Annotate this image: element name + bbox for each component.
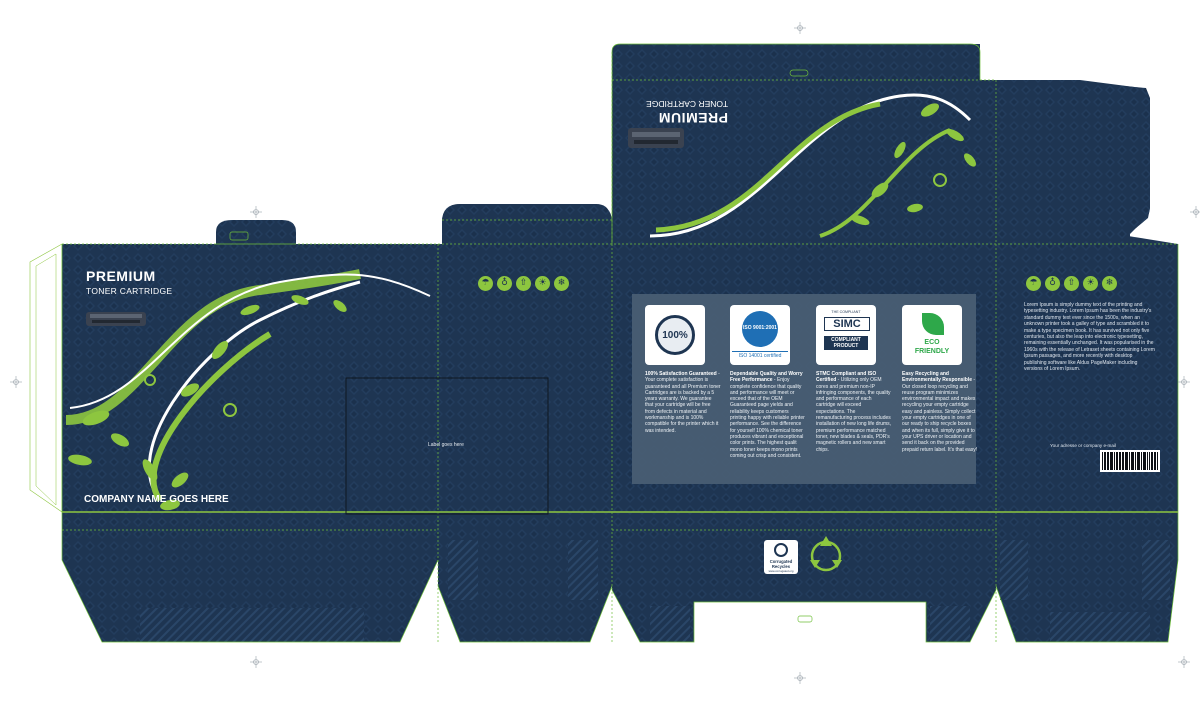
barcode-bar xyxy=(1115,452,1118,470)
barcode-bar xyxy=(1122,452,1125,470)
tab-slot xyxy=(229,231,249,241)
cert-text-eco: Easy Recycling and Environmentally Respo… xyxy=(902,371,978,453)
eco-badge-text: ECO xyxy=(924,339,940,346)
icon-row-left: ☂ ♁ ⇧ ☀ ❄ xyxy=(478,276,569,291)
corrugated-line3: www.corrugated.org xyxy=(768,569,794,573)
score-lines xyxy=(62,52,1178,642)
sun-icon: ☀ xyxy=(1083,276,1098,291)
barcode-bar xyxy=(1154,452,1157,470)
barcode-bars xyxy=(1102,452,1159,470)
cut-outline xyxy=(61,43,1179,643)
lid-brand-title: PREMIUM xyxy=(658,110,728,126)
barcode-bar xyxy=(1103,452,1106,470)
label-placeholder-box xyxy=(345,377,549,515)
front-cartridge-image xyxy=(86,312,146,326)
snowflake-icon: ❄ xyxy=(554,276,569,291)
barcode-bar xyxy=(1125,452,1128,470)
barcode-bar xyxy=(1157,452,1159,470)
cert-body: - Your complete satisfaction is guarante… xyxy=(645,371,721,434)
lid-cartridge-image xyxy=(628,128,684,148)
corrugated-line2: Recycles xyxy=(771,564,791,569)
corrugated-recycles-logo xyxy=(764,540,798,574)
stmc-badge-label: COMPLIANT PRODUCT xyxy=(824,336,868,350)
barcode-bar xyxy=(1149,452,1150,470)
side-lorem-text: Lorem Ipsum is simply dummy text of the … xyxy=(1024,302,1155,373)
sun-icon: ☀ xyxy=(535,276,550,291)
barcode-bar xyxy=(1113,452,1115,470)
glass-icon: ♁ xyxy=(497,276,512,291)
arrow-up-icon: ⇧ xyxy=(1064,276,1079,291)
barcode-bar xyxy=(1150,452,1154,470)
company-name: COMPANY NAME GOES HERE xyxy=(84,494,229,505)
lid-floral-art xyxy=(649,93,976,238)
iso-badge-text: ISO 9001:2001 xyxy=(743,325,777,331)
iso-seal-icon xyxy=(742,311,778,347)
barcode-bar xyxy=(1108,452,1110,470)
iso-badge-label: ISO 14001 certified xyxy=(732,351,788,359)
satisfaction-seal-icon xyxy=(655,315,695,355)
tab-slot xyxy=(789,69,809,77)
barcode-bar xyxy=(1110,452,1113,470)
cert-title: STMC Compliant and ISO Certified xyxy=(816,371,877,384)
cert-title: Easy Recycling and Environmentally Respo… xyxy=(902,371,973,384)
cert-text-quality: Dependable Quality and Worry Free Perfor… xyxy=(730,371,806,459)
company-address: Your adresse or company e-mail xyxy=(1050,443,1116,448)
stmc-badge-top: THE COMPLIANT xyxy=(831,310,861,314)
barcode-bar xyxy=(1130,452,1132,470)
arrow-up-icon: ⇧ xyxy=(516,276,531,291)
leaf-icon xyxy=(922,313,944,335)
barcode-bar xyxy=(1106,452,1108,470)
stmc-badge: THE COMPLIANT SIMC COMPLIANT PRODUCT xyxy=(816,305,876,365)
cert-title: 100% Satisfaction Guaranteed xyxy=(645,371,717,377)
barcode-bar xyxy=(1135,452,1137,470)
umbrella-icon: ☂ xyxy=(478,276,493,291)
barcode-bar xyxy=(1137,452,1140,470)
eco-badge-label: FRIENDLY xyxy=(914,348,950,355)
cert-text-satisfaction: 100% Satisfaction Guaranteed - Your comp… xyxy=(645,371,721,434)
front-brand-subtitle: TONER CARTRIDGE xyxy=(86,286,173,296)
cert-body: - Utilizing only OEM cores and premium n… xyxy=(816,377,892,453)
registration-marks xyxy=(10,22,1200,684)
snowflake-icon: ❄ xyxy=(1102,276,1117,291)
stripe-panels xyxy=(140,540,1170,642)
cert-title: Dependable Quality and Worry Free Perfor… xyxy=(730,371,803,384)
barcode-bar xyxy=(1147,452,1148,470)
cert-text-stmc: STMC Compliant and ISO Certified - Utili… xyxy=(816,371,892,453)
umbrella-icon: ☂ xyxy=(1026,276,1041,291)
icon-row-right: ☂ ♁ ⇧ ☀ ❄ xyxy=(1026,276,1117,291)
glass-icon: ♁ xyxy=(1045,276,1060,291)
glue-flap xyxy=(29,243,63,513)
barcode-bar xyxy=(1132,452,1135,470)
eco-badge: ECO FRIENDLY xyxy=(902,305,962,365)
satisfaction-badge: 100% xyxy=(645,305,705,365)
barcode-bar xyxy=(1128,452,1130,470)
label-placeholder-text: Label goes here xyxy=(428,442,464,448)
barcode-bar xyxy=(1118,452,1120,470)
barcode-bar xyxy=(1120,452,1122,470)
front-floral-art xyxy=(65,269,431,511)
iso-badge: ISO 9001:2001 ISO 14001 certified xyxy=(730,305,790,365)
front-brand-title: PREMIUM xyxy=(86,268,156,284)
stmc-badge-text: SIMC xyxy=(824,317,870,331)
tab-slot xyxy=(797,615,813,623)
lid-brand-subtitle: TONER CARTRIDGE xyxy=(646,99,728,109)
cert-body: - Our closed loop recycling and reuse pr… xyxy=(902,377,978,453)
corrugated-line1: Corrugated xyxy=(769,559,793,564)
barcode-bar xyxy=(1140,452,1142,470)
cert-body: - Enjoy complete confidence that quality… xyxy=(730,377,805,459)
barcode-bar xyxy=(1102,452,1103,470)
satisfaction-badge-text: 100% xyxy=(662,330,688,341)
lid-brand-block: PREMIUM TONER CARTRIDGE xyxy=(618,94,728,126)
barcode-bar xyxy=(1144,452,1147,470)
barcode-bar xyxy=(1142,452,1144,470)
recycle-symbol-icon xyxy=(810,536,842,572)
